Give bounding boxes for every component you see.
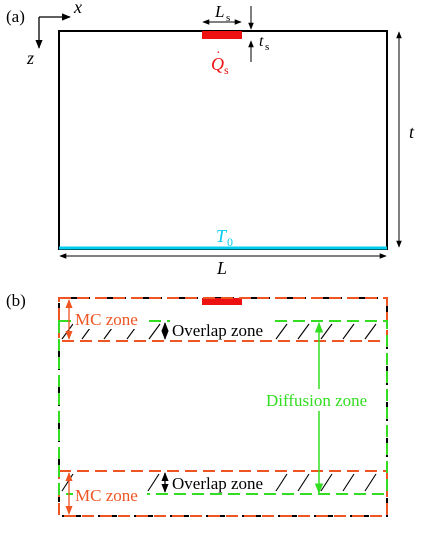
mc-zone-bottom-label: MC zone: [75, 486, 138, 505]
length-label: L: [216, 258, 227, 278]
thickness-label: t: [409, 122, 415, 142]
overlap-hatch-bottom: [61, 473, 377, 492]
source-length-subscript: s: [226, 12, 230, 24]
heat-source-bar-b: [202, 298, 242, 305]
temperature-label: T: [216, 226, 228, 246]
axes-icon: [35, 13, 71, 49]
panel-a: (a) x z T 0 Q · s L s t s t L: [6, 0, 415, 278]
axis-z-label: z: [26, 48, 34, 68]
heat-source-label: Q: [211, 54, 224, 74]
source-length-label: L: [214, 2, 224, 21]
panel-a-label: (a): [6, 7, 25, 26]
source-thickness-label: t: [259, 33, 264, 50]
heat-source-bar: [202, 31, 242, 39]
overlap-zone-top-label: Overlap zone: [172, 321, 263, 340]
mc-zone-top-box: [58, 297, 388, 342]
temperature-subscript: 0: [227, 235, 233, 249]
panel-b: (b): [6, 291, 388, 517]
diffusion-zone-label: Diffusion zone: [266, 391, 367, 410]
axis-x-label: x: [73, 0, 82, 17]
panel-b-label: (b): [6, 291, 26, 310]
source-thickness-subscript: s: [265, 41, 269, 53]
heat-source-subscript: s: [224, 63, 229, 77]
heat-source-dot: ·: [216, 46, 221, 61]
overlap-zone-bottom-label: Overlap zone: [172, 474, 263, 493]
mc-zone-top-label: MC zone: [75, 310, 138, 329]
